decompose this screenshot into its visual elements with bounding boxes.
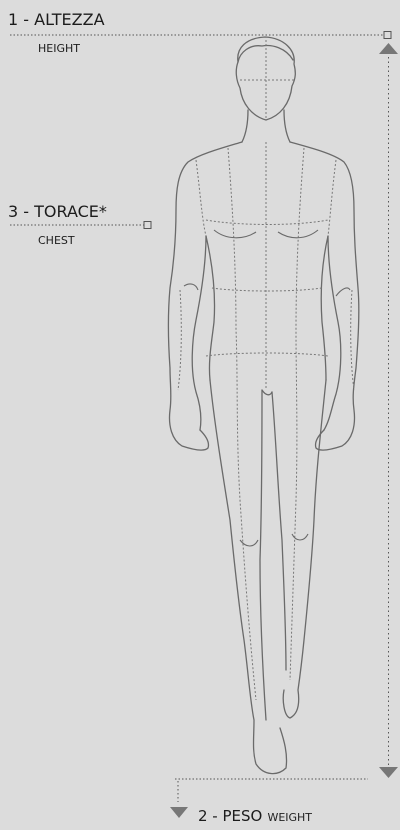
waist-left xyxy=(206,236,215,380)
princess-right xyxy=(290,148,304,680)
weight-arrow-down-icon xyxy=(170,807,188,818)
leg-left-inner xyxy=(260,390,266,720)
height-arrow-up-icon xyxy=(379,43,398,54)
height-guide-marker xyxy=(384,32,391,39)
side-right xyxy=(328,160,336,236)
height-sublabel: HEIGHT xyxy=(38,42,80,55)
princess-left xyxy=(228,148,256,700)
hip-line xyxy=(206,353,328,356)
weight-label: 2 - PESO xyxy=(198,807,262,825)
chest-guide-marker xyxy=(144,222,151,229)
body-figure xyxy=(169,37,359,774)
chest-label: 3 - TORACE* xyxy=(8,202,107,221)
inner-arm-right xyxy=(324,236,341,430)
height-label: 1 - ALTEZZA xyxy=(8,10,105,29)
crotch xyxy=(262,390,272,395)
pec-left xyxy=(214,230,256,238)
arm-dash-left xyxy=(178,290,181,390)
waist-right xyxy=(321,236,328,380)
chest-sublabel: CHEST xyxy=(38,234,75,247)
leg-right-inner xyxy=(272,392,286,670)
torso-right xyxy=(290,142,359,450)
neck-right xyxy=(284,110,290,142)
inner-arm-left xyxy=(192,236,206,430)
leg-right-outer xyxy=(283,380,326,718)
neck-left xyxy=(242,110,248,142)
weight-sublabel: WEIGHT xyxy=(267,811,312,824)
elbow-left xyxy=(184,284,198,290)
arm-dash-right xyxy=(351,290,354,390)
construction-lines xyxy=(178,40,354,700)
side-left xyxy=(196,160,206,236)
weight-label-group: 2 - PESO WEIGHT xyxy=(198,806,312,825)
elbow-right xyxy=(336,288,350,296)
knee-right xyxy=(292,534,308,540)
height-arrow-down-icon xyxy=(379,767,398,778)
waist-line xyxy=(212,288,322,291)
chest-line xyxy=(206,220,328,225)
